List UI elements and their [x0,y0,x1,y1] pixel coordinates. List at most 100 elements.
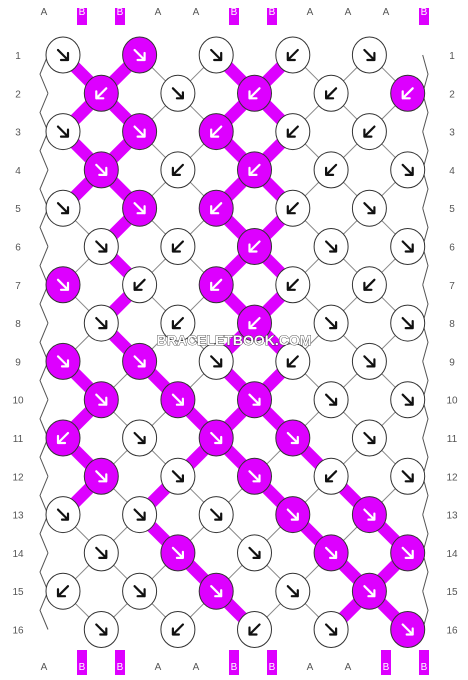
row-label-right: 1 [449,51,455,62]
left-edge-thread [39,131,49,171]
bottom-string-label: B [231,662,238,673]
knot-colored [122,36,158,74]
knot-arrow-icon [286,125,299,138]
right-edge-thread [422,322,429,362]
row-label-right: 4 [449,166,455,177]
knot-white [313,74,349,112]
watermark: BRACELETBOOK.COM [157,332,312,348]
knot-arrow-icon [363,355,376,368]
bottom-string-label: A [193,662,200,673]
knot-white [313,611,349,648]
knot-white [122,266,158,304]
knot-colored [237,74,272,112]
right-edge-thread [422,514,429,554]
left-edge-thread [39,437,49,477]
left-edge-thread [39,591,49,630]
knot-white [313,228,349,265]
knot-arrow-icon [210,125,223,138]
right-edge-thread [422,284,429,324]
knot-white [351,419,387,457]
left-edge-thread [39,93,49,132]
left-edge-thread [39,514,49,554]
knot-white [390,381,426,419]
top-string-label: A [155,7,162,18]
knot-colored [237,304,272,342]
knot-colored [390,74,426,112]
knot-white [275,342,311,380]
knot-arrow-icon [325,470,338,483]
right-edge-thread [422,476,429,515]
row-label-right: 11 [447,434,458,445]
knot-white [160,611,196,648]
left-edge-thread [39,208,49,247]
knot-colored [45,266,81,304]
knot-white [351,266,387,304]
knot-arrow-icon [95,240,108,253]
row-label-right: 7 [449,281,455,292]
left-edge-thread [39,399,49,439]
right-edge-thread [422,399,429,439]
right-edge-thread [422,361,429,400]
row-label-left: 1 [15,51,21,62]
knot-arrow-icon [248,393,261,406]
row-label-right: 13 [446,511,458,522]
knot-white [351,113,387,151]
bottom-string-label: A [41,662,48,673]
knot-white [160,228,196,265]
knot-white [275,113,311,151]
row-label-left: 6 [15,243,21,254]
knot-white [122,572,158,610]
knot-arrow-icon [210,585,223,598]
bottom-string-label: B [421,662,428,673]
knot-arrow-icon [171,240,184,253]
knot-arrow-icon [401,240,414,253]
knot-arrow-icon [210,202,223,215]
knot-white [351,189,387,227]
knot-white [390,151,426,189]
top-string-label: A [193,7,200,18]
knot-arrow-icon [363,48,376,62]
knot-arrow-icon [133,48,146,62]
row-label-right: 3 [449,128,455,139]
knot-colored [237,457,272,495]
knot-colored [160,534,196,572]
knot-white [275,36,311,74]
knot-colored [313,534,349,572]
knot-colored [83,457,119,495]
knot-white [198,36,234,74]
row-label-left: 15 [12,587,24,598]
knot-arrow-icon [325,546,338,560]
knot-arrow-icon [95,546,108,560]
knot-arrow-icon [248,163,261,176]
bottom-string-label: B [383,662,390,673]
knot-colored [83,74,119,112]
top-string-label: A [41,7,48,18]
row-label-right: 16 [446,626,458,637]
row-label-right: 15 [446,587,458,598]
knot-arrow-icon [133,585,146,598]
knot-colored [198,572,234,610]
knot-white [160,151,196,189]
knot-arrow-icon [286,508,299,521]
row-label-right: 14 [446,549,458,560]
knot-arrow-icon [286,202,299,215]
knot-arrow-icon [95,163,108,176]
top-string-label: B [117,7,124,18]
right-edge-thread [422,246,429,285]
knot-arrow-icon [363,202,376,215]
knot-arrow-icon [325,317,338,330]
knot-colored [390,534,426,572]
knot-arrow-icon [133,202,146,215]
knot-arrow-icon [401,393,414,406]
knot-arrow-icon [56,125,70,138]
left-edge-thread [39,476,49,515]
right-edge-thread [422,437,429,477]
left-edge-thread [39,169,49,209]
knot-arrow-icon [210,278,223,291]
knot-arrow-icon [56,202,70,215]
knot-arrow-icon [210,431,223,445]
knot-arrow-icon [286,278,299,291]
row-label-left: 3 [15,128,21,139]
